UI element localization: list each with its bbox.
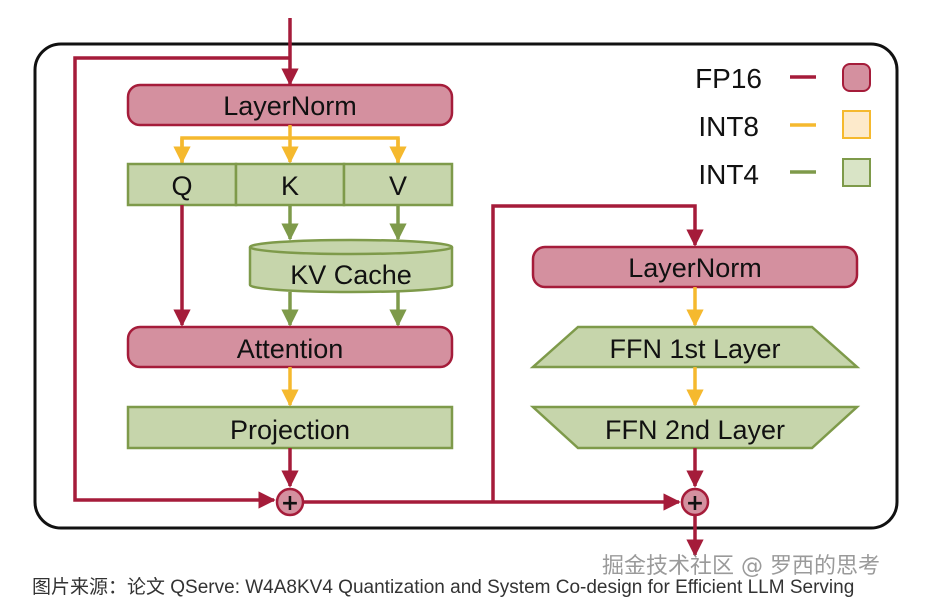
kv-cache-label: KV Cache xyxy=(290,260,412,290)
ffn2-label: FFN 2nd Layer xyxy=(605,415,785,445)
residual-add-1: + xyxy=(275,487,305,517)
kv-cache-cylinder: KV Cache xyxy=(248,238,454,294)
legend: FP16 INT8 INT4 xyxy=(695,63,871,190)
layernorm-2-label: LayerNorm xyxy=(628,253,762,283)
figure-caption: 图片来源：论文 QServe: W4A8KV4 Quantization and… xyxy=(32,577,855,598)
legend-swatch-fp16 xyxy=(842,63,871,92)
legend-label-fp16: FP16 xyxy=(695,63,762,94)
projection-label: Projection xyxy=(230,415,350,445)
int8-fan-arrows xyxy=(173,125,407,164)
transformer-block-frame xyxy=(33,42,899,530)
legend-label-int8: INT8 xyxy=(698,111,759,142)
residual-add-2: + xyxy=(680,487,710,517)
layernorm-2: LayerNorm xyxy=(531,245,859,289)
layernorm-1-label: LayerNorm xyxy=(223,91,357,121)
legend-item-int8: INT8 xyxy=(698,110,871,142)
v-label: V xyxy=(389,171,407,201)
projection-box: Projection xyxy=(126,405,454,450)
watermark: 掘金技术社区 @ 罗西的思考 xyxy=(602,554,880,579)
legend-swatch-int8 xyxy=(842,110,871,139)
legend-item-int4: INT4 xyxy=(698,158,871,190)
legend-item-fp16: FP16 xyxy=(695,63,871,94)
layernorm-1: LayerNorm xyxy=(126,83,454,127)
residual-branch-to-ffn xyxy=(491,204,704,502)
legend-swatch-int4 xyxy=(842,158,871,187)
q-label: Q xyxy=(171,171,192,201)
ffn1-label: FFN 1st Layer xyxy=(609,334,780,364)
add-1-symbol: + xyxy=(281,491,299,516)
attention-box: Attention xyxy=(126,325,454,369)
residual-connection-1 xyxy=(73,56,290,509)
ffn-1st-layer: FFN 1st Layer xyxy=(529,325,861,369)
ffn-2nd-layer: FFN 2nd Layer xyxy=(529,405,861,450)
attention-label: Attention xyxy=(237,334,344,364)
k-label: K xyxy=(281,171,299,201)
qkv-projection-row: Q K V xyxy=(126,162,454,207)
add-2-symbol: + xyxy=(686,491,704,516)
legend-label-int4: INT4 xyxy=(698,159,759,190)
